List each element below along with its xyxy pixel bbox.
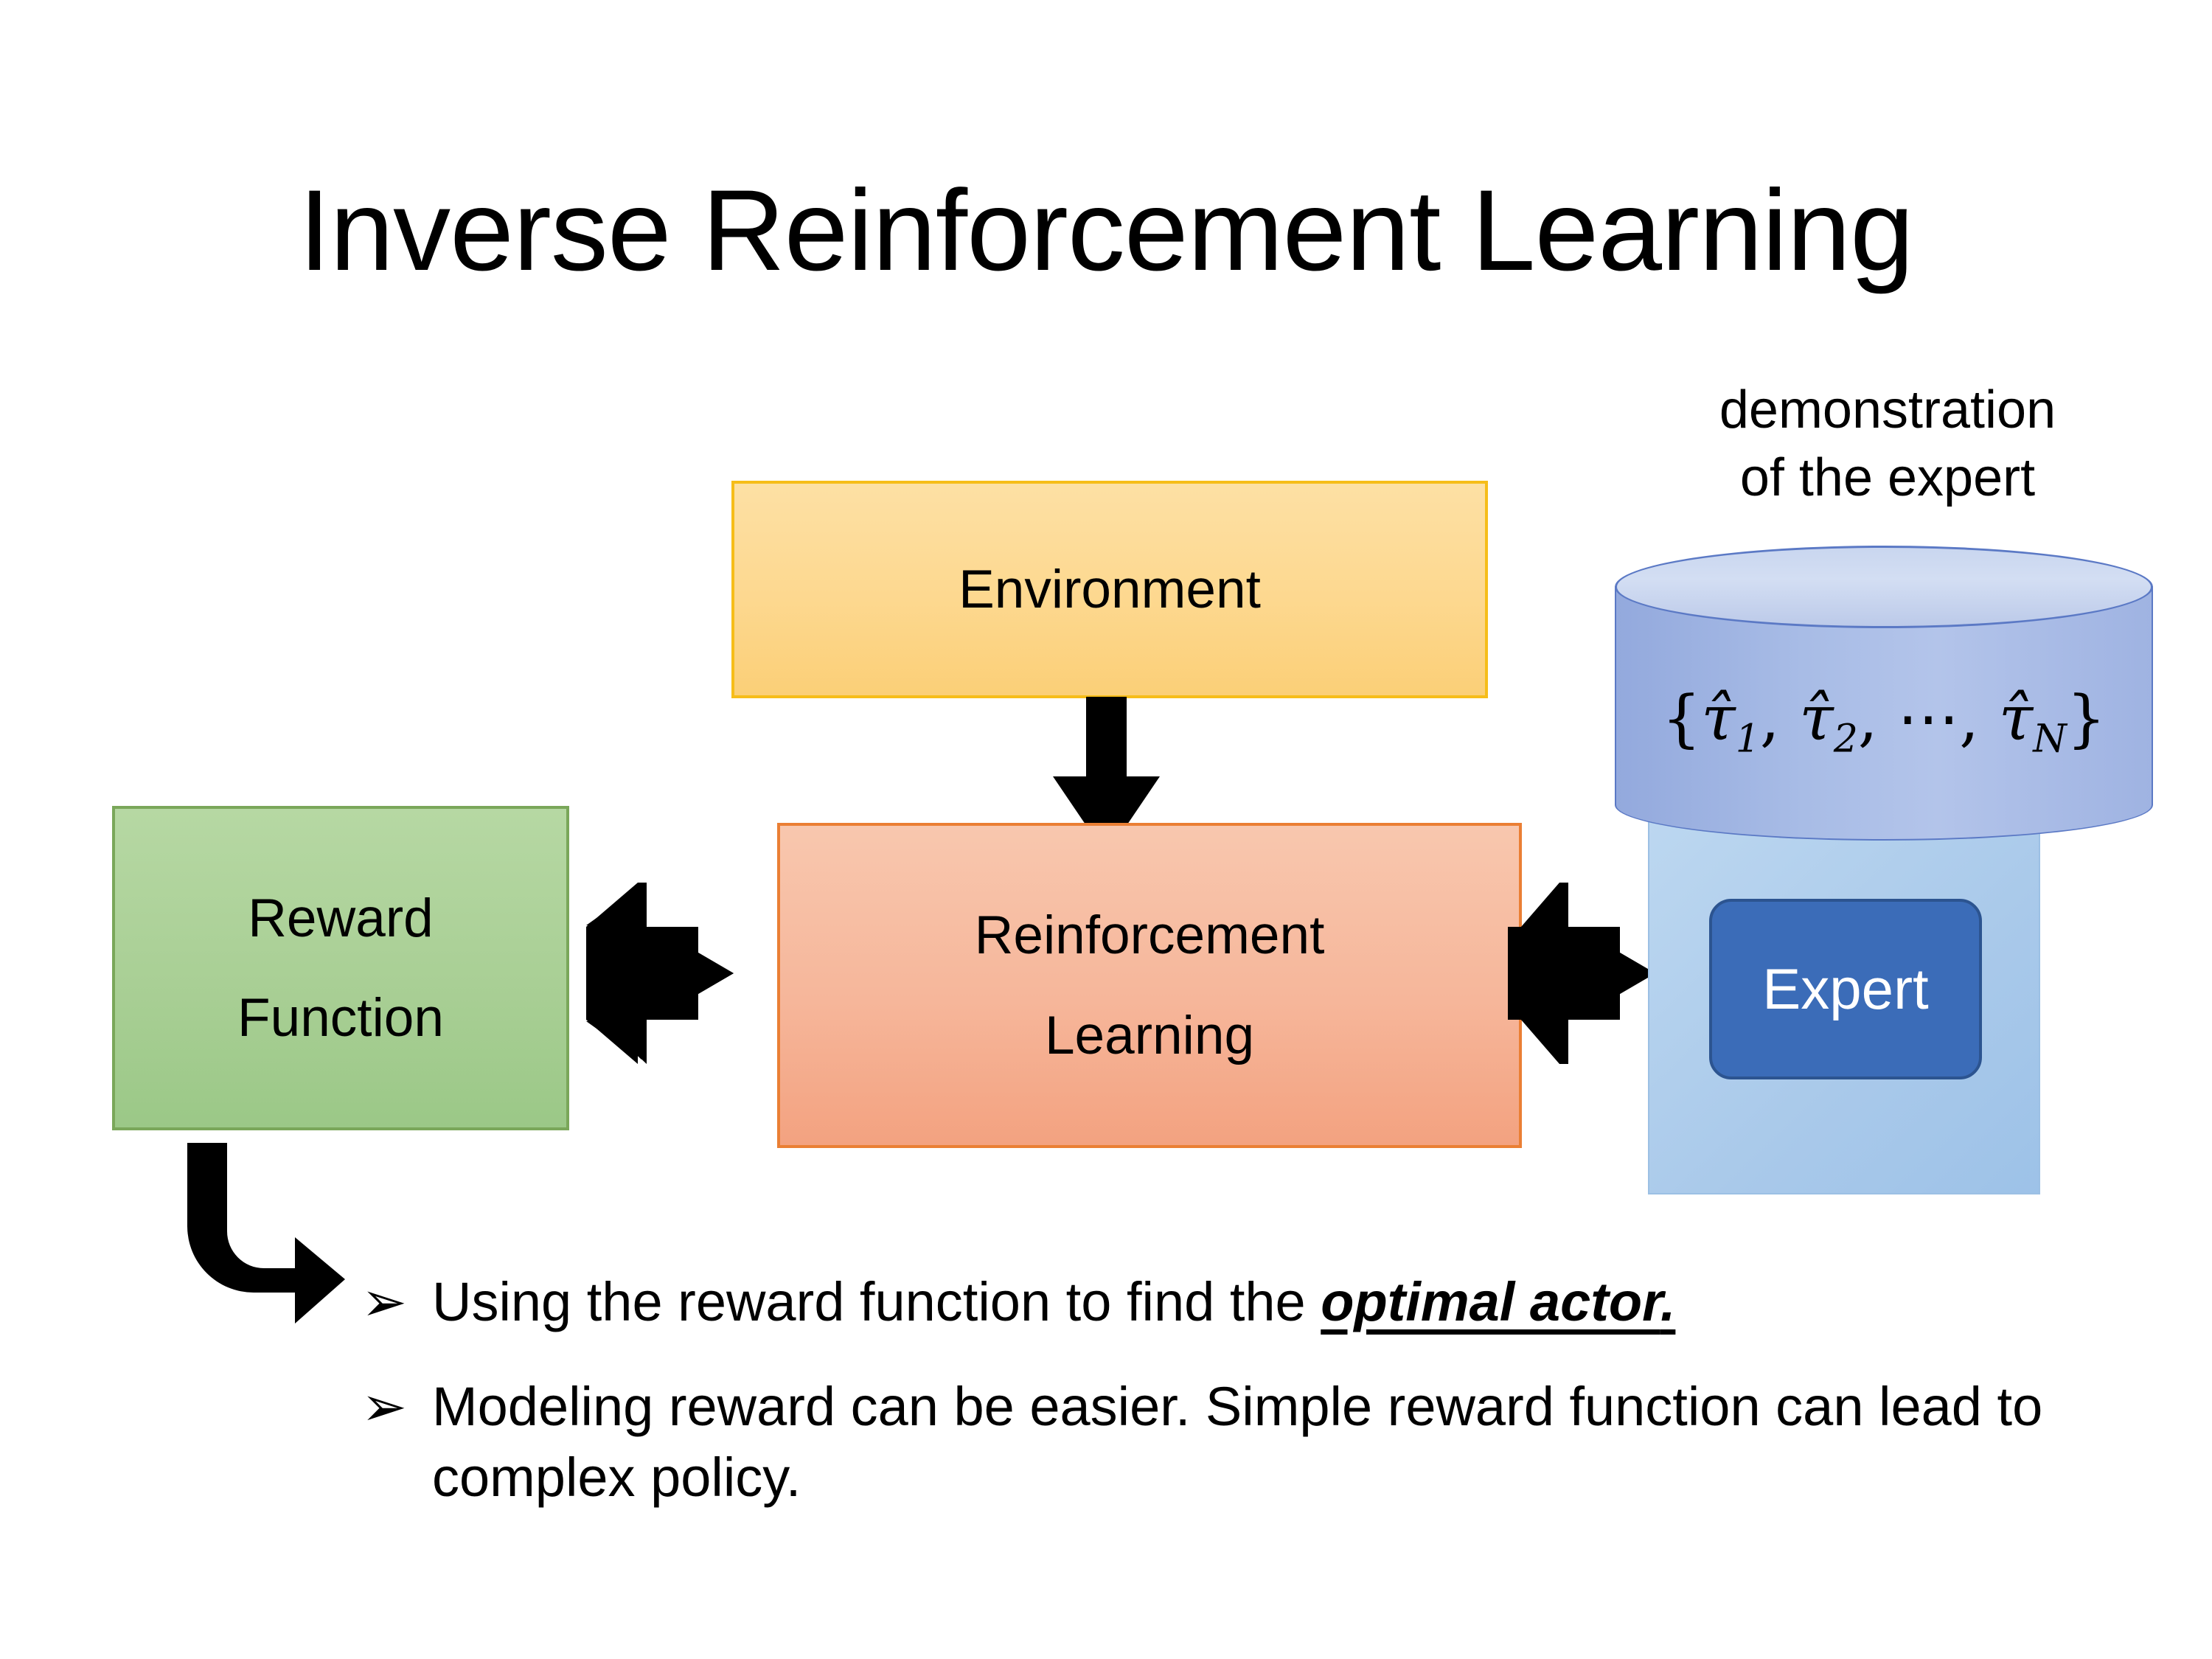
demonstration-label: demonstration of the expert — [1630, 376, 2146, 512]
reward-label-line1: Reward — [248, 888, 434, 948]
formula-tau-1: τ̂ — [1701, 682, 1736, 754]
environment-box-label: Environment — [959, 559, 1261, 619]
formula-comma-3: , — [1959, 682, 1999, 754]
expert-box[interactable]: Expert — [1709, 899, 1982, 1079]
demonstration-label-line1: demonstration — [1719, 380, 2056, 439]
reward-label-line2: Function — [237, 988, 444, 1048]
four-way-arrow-icon-right — [1508, 874, 1692, 1077]
formula-sub-2: 2 — [1833, 717, 1858, 762]
reward-function-box[interactable]: Reward Function — [112, 806, 569, 1130]
list-item: ➢ Using the reward function to find the … — [361, 1267, 2094, 1338]
page-title: Inverse Reinforcement Learning — [299, 167, 1914, 295]
environment-box[interactable]: Environment — [731, 481, 1488, 698]
reward-function-box-label: Reward Function — [237, 884, 444, 1053]
cylinder-body — [1615, 586, 2153, 841]
bullet-emphasis: optimal actor — [1321, 1271, 1660, 1332]
bullet-text-before: Using the reward function to find the — [432, 1271, 1321, 1332]
reinforcement-learning-box-label: Reinforcement Learning — [975, 901, 1325, 1070]
elbow-arrow-icon — [177, 1143, 354, 1338]
bullet-marker-icon: ➢ — [361, 1271, 408, 1332]
bullet-list: ➢ Using the reward function to find the … — [361, 1267, 2094, 1548]
formula-open-brace: { — [1661, 682, 1702, 754]
formula-sub-n: N — [2033, 717, 2067, 762]
formula-tau-2: τ̂ — [1799, 682, 1834, 754]
four-way-arrow-icon-left — [586, 874, 771, 1077]
bullet-text-after: . — [1660, 1271, 1676, 1332]
expert-box-label: Expert — [1762, 956, 1929, 1021]
rl-label-line1: Reinforcement — [974, 905, 1325, 966]
bullet-text-before: Modeling reward can be easier. Simple re… — [432, 1376, 2043, 1509]
trajectory-set-formula: {τ̂1, τ̂2, ⋯, τ̂N} — [1615, 682, 2153, 762]
formula-tau-n: τ̂ — [1998, 682, 2034, 754]
formula-close-brace: } — [2066, 682, 2107, 754]
formula-ellipsis: ⋯ — [1897, 682, 1960, 754]
list-item: ➢ Modeling reward can be easier. Simple … — [361, 1371, 2094, 1513]
formula-comma-1: , — [1759, 682, 1800, 754]
down-arrow-icon — [1053, 697, 1160, 859]
demonstration-label-line2: of the expert — [1739, 448, 2036, 508]
reinforcement-learning-box[interactable]: Reinforcement Learning — [777, 823, 1522, 1148]
trajectory-cylinder[interactable]: {τ̂1, τ̂2, ⋯, τ̂N} — [1615, 546, 2153, 841]
cylinder-top-ellipse — [1615, 546, 2153, 628]
formula-comma-2: , — [1857, 682, 1898, 754]
bullet-marker-icon: ➢ — [361, 1376, 408, 1438]
rl-label-line2: Learning — [1044, 1005, 1255, 1065]
formula-sub-1: 1 — [1735, 717, 1760, 762]
